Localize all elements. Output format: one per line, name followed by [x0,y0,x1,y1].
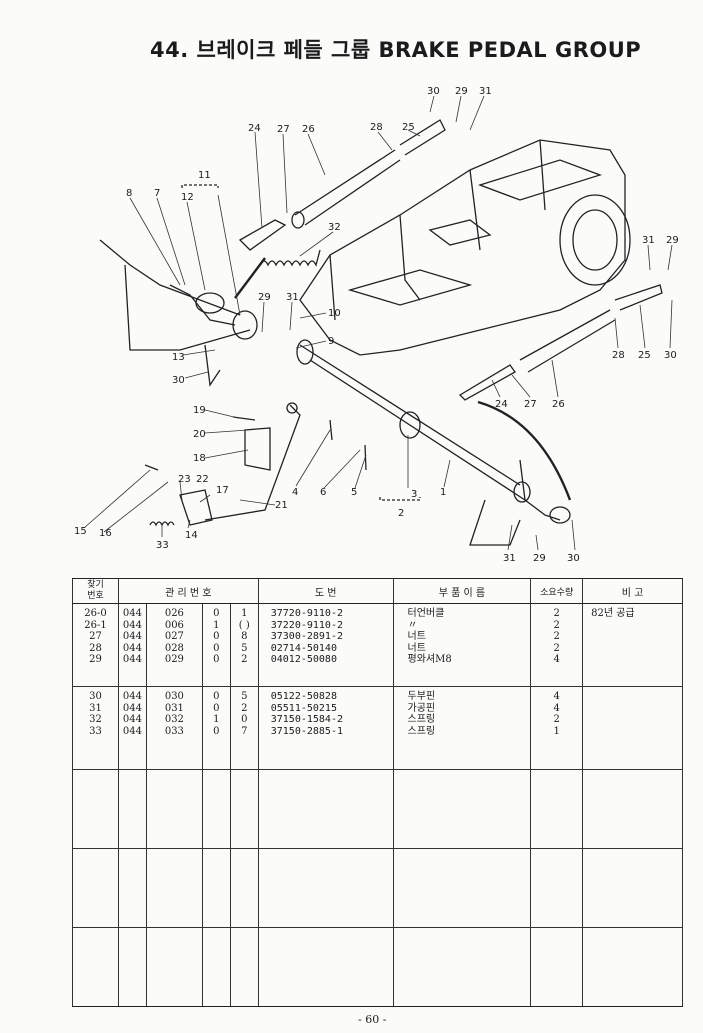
mgmt-cell-2: 030 031 032 033 [145,686,203,770]
left-pedal [99,239,251,351]
rod-21 [204,404,301,521]
part-name-cell: 두부핀 가공핀 스프링 스프링 [392,686,532,770]
remarks-cell: 82년 공급 [582,603,683,687]
callout-31c: 31 [642,235,655,246]
callout-14: 14 [185,530,198,541]
callout-27: 27 [277,124,290,135]
callout-11: 11 [198,170,211,181]
transmission-case [299,139,626,356]
bracket-18 [244,427,271,471]
callout-31: 31 [479,86,492,97]
table-row: 26-0 26-1 27 28 29 044 044 044 044 044 0… [72,603,683,687]
callout-30d: 30 [567,553,580,564]
qty-cell: 4 4 2 1 [530,686,584,770]
callout-21: 21 [275,500,288,511]
mgmt-cell-2: 026 006 027 028 029 [145,603,203,687]
callout-20: 20 [193,429,206,440]
drawing-no-cell: 37720-9110-2 37220-9110-2 37300-2891-2 0… [257,603,394,687]
mgmt-cell-1: 044 044 044 044 [117,686,147,770]
spring-32 [259,249,321,267]
callout-17: 17 [216,485,229,496]
mgmt-cell-4: 1 ( ) 8 5 2 [229,603,259,687]
parts-table: 찾기 번호 관 리 번 호 도 번 부 품 이 름 소요수량 비 고 26-0 … [72,578,683,1007]
callout-10: 10 [328,308,341,319]
header-mgmt-no: 관 리 번 호 [117,578,259,604]
right-pedal [469,459,561,546]
callout-6: 6 [320,487,326,498]
drawing-no-cell: 05122-50828 05511-50215 37150-1584-2 371… [257,686,394,770]
callout-18: 18 [193,453,206,464]
table-row: 30 31 32 33 044 044 044 044 030 031 032 … [72,686,683,770]
callout-12: 12 [181,192,194,203]
callout-4: 4 [292,487,298,498]
callout-31b: 31 [286,292,299,303]
mgmt-cell-1: 044 044 044 044 044 [117,603,147,687]
callout-28: 28 [370,122,383,133]
callout-2: 2 [398,508,404,519]
callout-30c: 30 [664,350,677,361]
mgmt-cell-3: 0 0 1 0 [201,686,231,770]
mgmt-cell-3: 0 1 0 0 0 [201,603,231,687]
callout-1: 1 [440,487,446,498]
brake-pedal-exploded-diagram: 30 29 31 24 27 26 28 25 11 8 7 12 32 29 … [74,86,679,564]
cross-shaft [299,344,526,501]
header-part-name: 부 품 이 름 [392,578,532,604]
header-item-no: 찾기 번호 [72,578,119,604]
table-header-row: 찾기 번호 관 리 번 호 도 번 부 품 이 름 소요수량 비 고 [72,578,683,604]
right-turnbuckle-rod [519,309,616,373]
callout-15: 15 [74,526,87,537]
remarks-cell [582,686,683,770]
spring-33 [149,521,175,527]
callout-24b: 24 [495,399,508,410]
callout-31d: 31 [503,553,516,564]
qty-cell: 2 2 2 2 4 [530,603,584,687]
callout-30: 30 [427,86,440,97]
header-remarks: 비 고 [582,578,683,604]
callout-29d: 29 [533,553,546,564]
callout-7: 7 [154,188,160,199]
callout-8: 8 [126,188,132,199]
callout-13: 13 [172,352,185,363]
callout-28b: 28 [612,350,625,361]
flange [559,194,631,286]
callout-22: 22 [196,474,209,485]
callout-5: 5 [351,487,357,498]
page-title: 44. 브레이크 페들 그룹 BRAKE PEDAL GROUP [150,38,642,62]
callout-29b: 29 [258,292,271,303]
callout-30b: 30 [172,375,185,386]
callout-29c: 29 [666,235,679,246]
callout-26: 26 [302,124,315,135]
callout-24: 24 [248,123,261,134]
callout-32: 32 [328,222,341,233]
callout-25b: 25 [638,350,651,361]
lever-14 [179,489,213,526]
callout-33: 33 [156,540,169,551]
callout-29: 29 [455,86,468,97]
header-qty: 소요수량 [530,578,584,604]
callout-3: 3 [411,489,417,500]
page-number: - 60 - [358,1013,387,1026]
callout-9: 9 [328,336,334,347]
callout-23: 23 [178,474,191,485]
item-no-cell: 26-0 26-1 27 28 29 [72,603,119,687]
mgmt-cell-4: 5 2 0 7 [229,686,259,770]
callout-27b: 27 [524,399,537,410]
header-drawing-no: 도 번 [257,578,394,604]
table-row-empty [72,848,683,928]
callout-25: 25 [402,122,415,133]
callout-19: 19 [193,405,206,416]
table-row-empty [72,769,683,849]
part-name-cell: 터언버클 〃 너트 너트 평와셔M8 [392,603,532,687]
callout-16: 16 [99,528,112,539]
table-row-empty [72,927,683,1007]
callout-26b: 26 [552,399,565,410]
item-no-cell: 30 31 32 33 [72,686,119,770]
upper-turnbuckle-rod [294,149,401,226]
